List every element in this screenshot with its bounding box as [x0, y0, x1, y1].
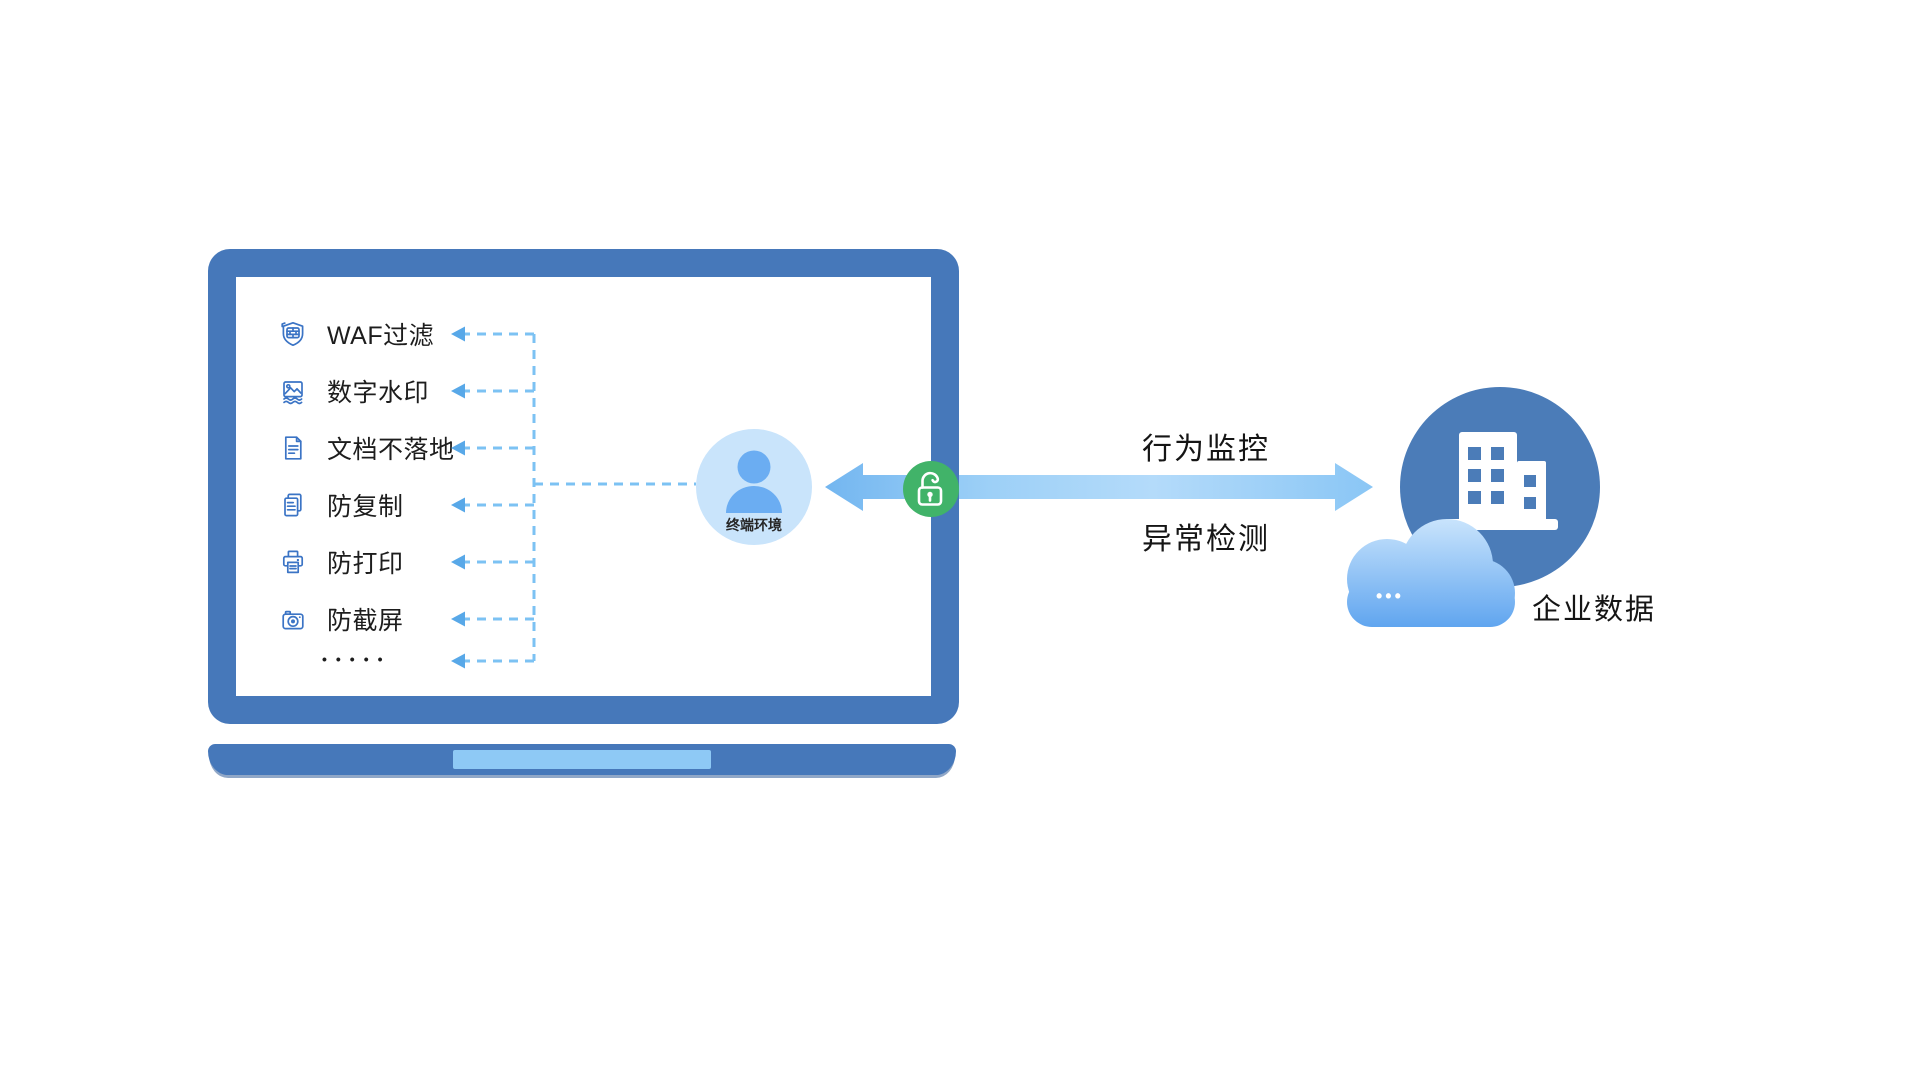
enterprise-data-graphic	[1347, 387, 1600, 627]
feature-row-waf: WAF过滤	[278, 316, 434, 352]
feature-row-watermark: 数字水印	[278, 373, 429, 409]
feature-row-print: 防打印	[278, 544, 404, 580]
enterprise-data-label: 企业数据	[1532, 594, 1657, 626]
dashed-connector-lines	[451, 326, 696, 669]
building-icon	[1446, 432, 1558, 530]
behavior-monitor-label: 行为监控	[1142, 433, 1270, 466]
feature-label: 文档不落地	[327, 436, 455, 464]
terminal-avatar-label: 终端环境	[726, 517, 782, 533]
printer-icon	[282, 550, 304, 574]
terminal-avatar	[696, 429, 812, 545]
cloud-icon	[1347, 519, 1515, 627]
camera-icon	[282, 610, 304, 630]
anomaly-detect-label: 异常检测	[1142, 523, 1270, 556]
watermark-icon	[283, 381, 303, 405]
feature-label: WAF过滤	[327, 322, 435, 350]
feature-label: 防复制	[327, 493, 404, 521]
unlock-badge	[903, 461, 959, 517]
document-icon	[284, 436, 302, 460]
dashed-arrowheads	[451, 326, 465, 669]
feature-label: 防截屏	[327, 607, 404, 635]
feature-label: 数字水印	[327, 379, 430, 407]
feature-row-copy: 防复制	[278, 487, 404, 523]
laptop-trackpad-notch	[453, 750, 711, 769]
copy-icon	[284, 493, 302, 517]
ellipsis-dots: •••••	[322, 651, 392, 667]
feature-label: 防打印	[327, 550, 404, 578]
user-icon	[726, 450, 782, 513]
shield-waf-icon	[281, 321, 304, 347]
feature-row-document: 文档不落地	[278, 430, 455, 466]
cloud-ellipsis-dots: •••	[1376, 586, 1404, 606]
unlock-icon	[917, 471, 943, 506]
laptop-screen-frame	[208, 249, 959, 724]
feature-row-screenshot: 防截屏	[278, 601, 404, 637]
data-flow-arrow	[825, 463, 1373, 511]
